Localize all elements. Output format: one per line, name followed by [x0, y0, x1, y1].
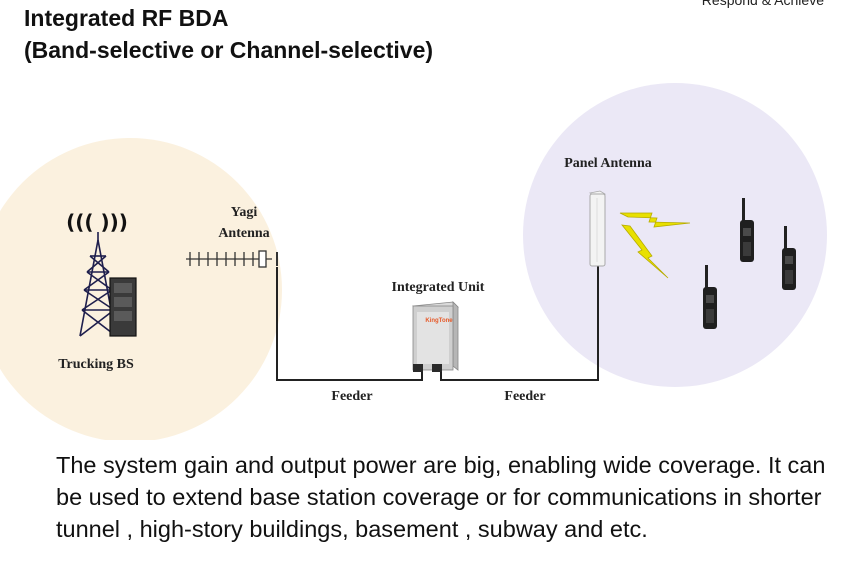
yagi-antenna-label-line1: Yagi: [231, 205, 258, 220]
description-text: The system gain and output power are big…: [56, 452, 826, 542]
feeder-left-label: Feeder: [331, 389, 372, 404]
feeder-right-label: Feeder: [504, 389, 545, 404]
integrated-unit-brand: KingTone: [425, 318, 453, 324]
integrated-unit-label: Integrated Unit: [392, 280, 485, 295]
walkie-talkie-icon: [703, 265, 717, 329]
feeder-cable-left: [276, 267, 423, 381]
walkie-talkie-icon: [740, 198, 754, 262]
company-tagline: Respond & Achieve: [701, 0, 824, 8]
yagi-antenna-label-line2: Antenna: [218, 226, 269, 241]
base-station-label: Trucking BS: [58, 357, 134, 372]
base-station-coverage-zone: [0, 138, 282, 440]
panel-antenna-icon: [588, 190, 607, 267]
walkie-talkie-icon: [782, 226, 796, 290]
base-station-cabinet-icon: [109, 277, 137, 337]
lightning-icon: [619, 212, 691, 228]
rf-bda-diagram: ((( ))) Trucking BS Yagi Antenna: [0, 83, 827, 440]
indoor-coverage-zone: [523, 83, 827, 387]
page-title: Integrated RF BDA: [24, 5, 229, 31]
yagi-antenna-icon: [186, 250, 278, 268]
lightning-icon: [621, 224, 669, 279]
page-subtitle: (Band-selective or Channel-selective): [24, 37, 434, 63]
feeder-cable-right: [440, 265, 599, 381]
integrated-unit-cabinet-icon: [412, 301, 459, 372]
panel-antenna-label: Panel Antenna: [564, 156, 652, 171]
radio-waves-icon: ((( ))): [66, 210, 128, 234]
